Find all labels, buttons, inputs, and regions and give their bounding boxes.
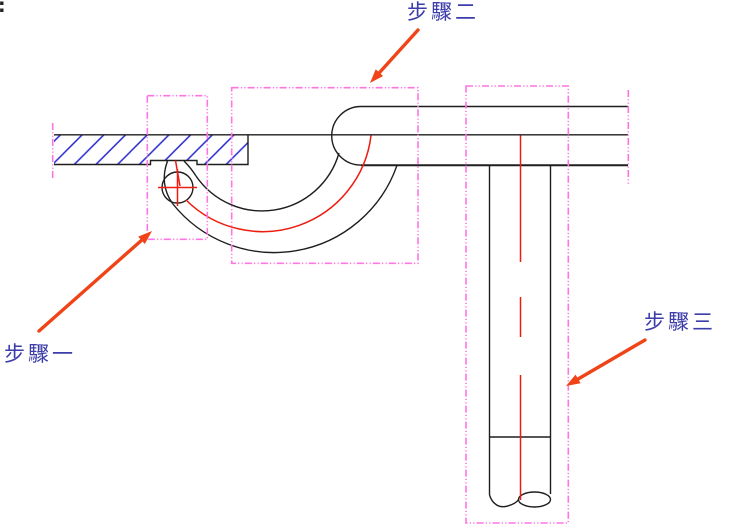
vertical-pin — [488, 165, 552, 508]
label-step3: 步驟三 — [644, 310, 716, 334]
pin-tip-dome — [488, 494, 520, 508]
label-step2: 步驟二 — [407, 0, 479, 24]
teardrop-right-edge — [183, 160, 197, 177]
circle-centerline-leader — [174, 160, 181, 187]
pin-tip-ellipse — [517, 491, 552, 508]
arm-round-cap — [331, 105, 362, 166]
red-centerlines — [158, 135, 522, 500]
selection-boxes — [51, 85, 630, 524]
leader-arrows — [37, 28, 647, 386]
hook-centerline-arc — [185, 135, 372, 233]
arrow-step2 — [370, 28, 420, 83]
teardrop-left-edge — [163, 160, 174, 204]
horizontal-arm — [54, 105, 628, 167]
hook-outer-arc — [171, 165, 398, 254]
hatched-plate — [54, 134, 249, 166]
label-step1: 步驟一 — [4, 342, 76, 366]
hook-inner-arc — [195, 152, 340, 212]
selection-box-step3 — [465, 85, 570, 524]
arrow-step1 — [37, 231, 152, 333]
corner-mark: : — [0, 0, 6, 17]
arrow-step3 — [566, 338, 647, 386]
selection-box-step2 — [230, 86, 419, 265]
selection-box-step1 — [146, 94, 209, 241]
